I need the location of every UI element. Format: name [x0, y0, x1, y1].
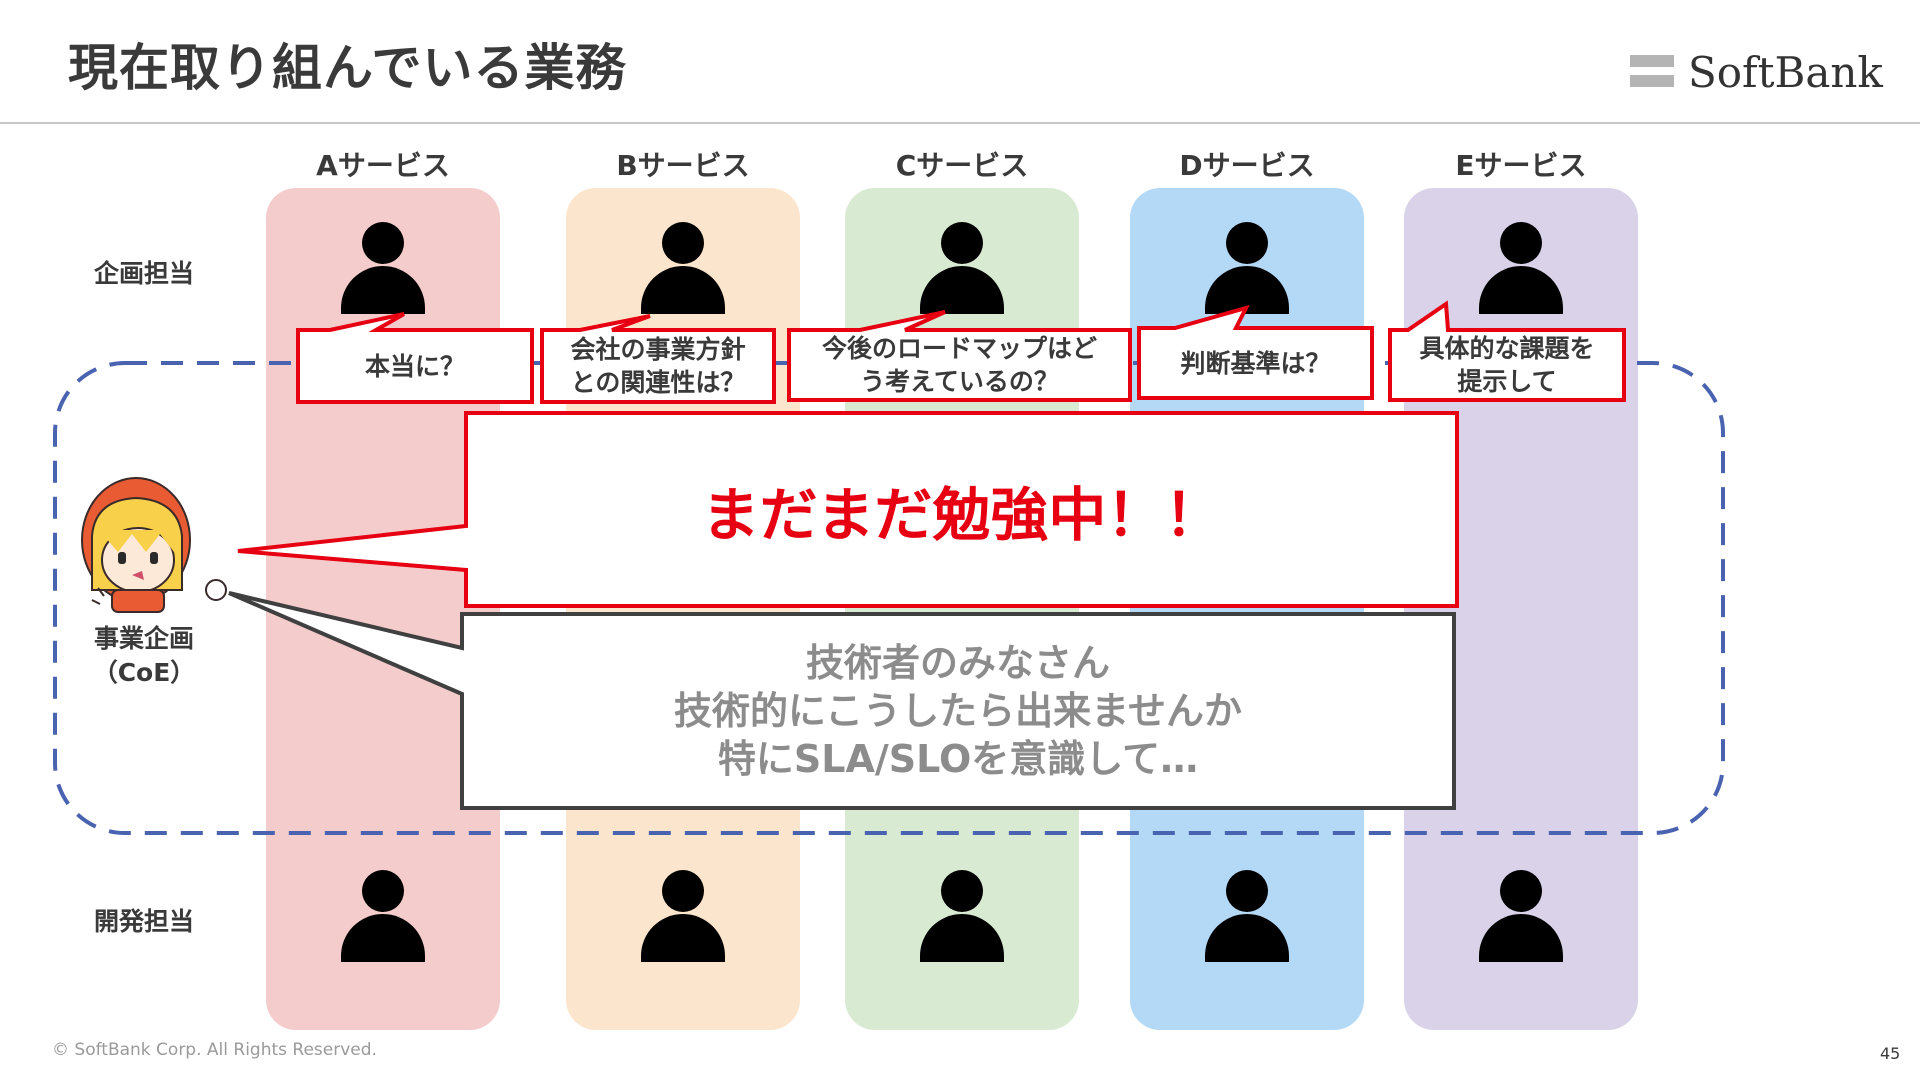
main-message-text: まだまだ勉強中！！ — [701, 481, 1223, 549]
row-label-development: 開発担当 — [94, 907, 195, 936]
grey-message-text: 技術者のみなさん 技術的にこうしたら出来ませんか 特にSLA/SLOを意識して… — [464, 616, 1452, 806]
question-bubble-b — [540, 314, 776, 404]
question-text-a: 本当に？ — [364, 351, 465, 381]
service-label-d: Dサービス — [1179, 149, 1315, 182]
grey-message-line: 特にSLA/SLOを意識して… — [717, 737, 1199, 781]
main-message-bubble — [237, 411, 1459, 608]
copyright-text: © SoftBank Corp. All Rights Reserved. — [52, 1040, 377, 1060]
person-icon — [1476, 222, 1566, 314]
person-icon — [917, 222, 1007, 314]
question-text-b: 会社の事業方針 との関連性は？ — [570, 335, 746, 397]
question-bubble-d — [1137, 304, 1374, 400]
person-icon — [338, 870, 428, 962]
person-icon — [1476, 870, 1566, 962]
person-icon — [338, 222, 428, 314]
softbank-logo: SoftBank — [1630, 48, 1883, 98]
person-icon — [638, 870, 728, 962]
row-label-planning: 企画担当 — [94, 259, 195, 288]
question-text-e: 具体的な課題を 提示して — [1419, 334, 1595, 396]
character-icon — [81, 477, 227, 613]
person-icon — [638, 222, 728, 314]
question-bubble-e — [1388, 300, 1626, 402]
question-text-d: 判断基準は？ — [1180, 348, 1331, 378]
logo-text: SoftBank — [1688, 48, 1883, 97]
question-text-c: 今後のロードマップはど う考えているの？ — [821, 334, 1097, 396]
logo-bar-icon — [1630, 75, 1674, 87]
page-number: 45 — [1880, 1044, 1901, 1063]
grey-message-bubble — [228, 591, 1456, 810]
question-bubble-c — [787, 310, 1132, 402]
person-icon — [917, 870, 1007, 962]
service-label-c: Cサービス — [895, 149, 1029, 182]
coe-label: 事業企画 （CoE） — [92, 624, 196, 687]
service-label-a: Aサービス — [316, 149, 450, 182]
service-label-e: Eサービス — [1455, 149, 1587, 182]
question-bubble-a — [296, 312, 534, 404]
grey-message-line: 技術者のみなさん — [805, 641, 1110, 685]
grey-message-line: 技術的にこうしたら出来ませんか — [673, 689, 1243, 733]
logo-bar-icon — [1630, 55, 1674, 67]
header-divider — [0, 122, 1920, 124]
person-icon — [1202, 870, 1292, 962]
service-label-b: Bサービス — [616, 149, 750, 182]
page-title: 現在取り組んでいる業務 — [68, 39, 627, 97]
